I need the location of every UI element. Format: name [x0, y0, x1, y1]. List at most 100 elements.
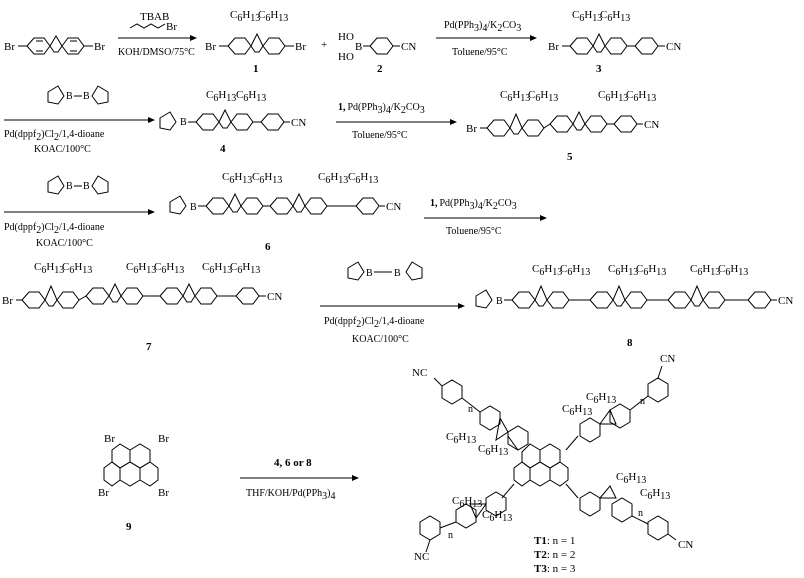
atom-br: Br — [158, 433, 169, 445]
product-legend: T1: n = 1 T2: n = 2 T3: n = 3 — [534, 535, 576, 575]
reaction-arrow-2: Pd(PPh3)4/K2CO3 Toluene/95°C — [436, 20, 537, 58]
atom-cn: CN — [401, 41, 416, 53]
legend-t3: T3: n = 3 — [534, 563, 576, 575]
condition-text: Pd(dppf2)Cl2/1,4-dioane — [4, 129, 105, 143]
atom-b: B — [496, 296, 503, 307]
condition-text: Pd(PPh3)4/K2CO3 — [444, 20, 521, 34]
compound-label-6: 6 — [265, 241, 271, 253]
compound-7: C6H13 C6H13 C6H13 C6H13 C6H13 C6H13 Br C… — [2, 261, 282, 353]
atom-b: B — [366, 268, 373, 279]
compound-label-5: 5 — [567, 151, 573, 163]
hexyl-group: C6H13 — [34, 261, 64, 276]
compound-label-8: 8 — [627, 337, 633, 349]
atom-br: Br — [98, 487, 109, 499]
atom-cn: CN — [660, 353, 675, 365]
atom-b: B — [83, 91, 90, 102]
atom-b: B — [180, 117, 187, 128]
repeat-n: n — [468, 404, 473, 415]
condition-text: Pd(dppf2)Cl2/1,4-dioane — [324, 316, 425, 330]
hexyl-group: C6H13 — [222, 171, 252, 186]
atom-ho: HO — [338, 51, 354, 63]
legend-t1: T1: n = 1 — [534, 535, 575, 547]
atom-br: Br — [2, 295, 13, 307]
compound-label-7: 7 — [146, 341, 152, 353]
plus-sign: + — [321, 39, 327, 51]
atom-br: Br — [104, 433, 115, 445]
compound-9: Br Br Br Br 9 — [98, 433, 169, 533]
condition-text: 4, 6 or 8 — [274, 457, 312, 469]
condition-text: 1,Pd(PPh3)4/K2CO3 — [430, 198, 517, 212]
compound-1: C6H13 C6H13 Br Br 1 — [205, 9, 306, 75]
condition-text: KOH/DMSO/75°C — [118, 47, 195, 58]
hexyl-group: C6H13 — [718, 263, 748, 278]
hexyl-group: C6H13 — [572, 9, 602, 24]
condition-text: KOAC/100°C — [36, 238, 93, 249]
hexyl-group: C6H13 — [598, 89, 628, 104]
atom-b: B — [355, 41, 362, 53]
reaction-arrow-7: Pd(dppf2)Cl2/1,4-dioane KOAC/100°C — [320, 303, 465, 345]
compound-label-3: 3 — [596, 63, 602, 75]
repeat-n: n — [638, 508, 643, 519]
compound-6: B C6H13 C6H13 C6H13 C6H13 CN 6 — [169, 171, 401, 253]
hexyl-group: C6H13 — [236, 89, 266, 104]
condition-text: Toluene/95°C — [452, 47, 508, 58]
compound-8: B C6H13 C6H13 C6H13 C6H13 C6H13 C6H13 CN… — [475, 263, 793, 349]
compound-label-9: 9 — [126, 521, 132, 533]
reaction-arrow-6: 1,Pd(PPh3)4/K2CO3 Toluene/95°C — [424, 198, 547, 237]
hexyl-group: C6H13 — [252, 171, 282, 186]
atom-cn: CN — [678, 539, 693, 551]
atom-b: B — [190, 202, 197, 213]
condition-text: KOAC/100°C — [352, 334, 409, 345]
atom-b: B — [66, 91, 73, 102]
hexyl-group: C6H13 — [636, 263, 666, 278]
hexyl-group: C6H13 — [202, 261, 232, 276]
compound-label-1: 1 — [253, 63, 259, 75]
hexyl-group: C6H13 — [318, 171, 348, 186]
reagent-b2pin2: B B — [347, 261, 423, 281]
atom-b: B — [83, 181, 90, 192]
hexyl-group: C6H13 — [452, 495, 482, 510]
atom-br: Br — [295, 41, 306, 53]
compound-dibromofluorene: Br Br — [4, 35, 105, 55]
hexyl-group: C6H13 — [154, 261, 184, 276]
hexyl-group: C6H13 — [560, 263, 590, 278]
atom-cn: CN — [666, 41, 681, 53]
hexyl-group: C6H13 — [348, 171, 378, 186]
hexyl-group: C6H13 — [608, 263, 638, 278]
condition-text: Toluene/95°C — [352, 130, 408, 141]
atom-br: Br — [94, 41, 105, 53]
repeat-n: n — [448, 530, 453, 541]
compound-4: B C6H13 C6H13 CN 4 — [159, 89, 306, 155]
hexyl-group: C6H13 — [446, 431, 476, 446]
atom-cn: CN — [778, 295, 793, 307]
hexyl-group: C6H13 — [532, 263, 562, 278]
hexyl-group: C6H13 — [626, 89, 656, 104]
hexyl-group: C6H13 — [230, 9, 260, 24]
atom-nc: NC — [412, 367, 427, 379]
product-tetramer: NC n C6H13 C6H13 CN n C6H13 C6H13 NC n C… — [412, 353, 693, 563]
atom-br: Br — [4, 41, 15, 53]
hexyl-group: C6H13 — [640, 487, 670, 502]
reagent-b2pin2: B B — [47, 175, 109, 195]
hexyl-group: C6H13 — [258, 9, 288, 24]
hexyl-group: C6H13 — [478, 443, 508, 458]
hexyl-group: C6H13 — [482, 509, 512, 524]
atom-b: B — [66, 181, 73, 192]
reagent-b2pin2: B B — [47, 85, 109, 105]
reaction-arrow-8: 4, 6 or 8 THF/KOH/Pd(PPh3)4 — [240, 457, 359, 502]
hexyl-group: C6H13 — [528, 89, 558, 104]
compound-2: HO HO B CN 2 — [338, 31, 416, 75]
hexyl-group: C6H13 — [126, 261, 156, 276]
atom-cn: CN — [644, 119, 659, 131]
hexyl-group: C6H13 — [562, 403, 592, 418]
compound-label-2: 2 — [377, 63, 383, 75]
condition-text: Toluene/95°C — [446, 226, 502, 237]
atom-cn: CN — [386, 201, 401, 213]
reaction-arrow-4: 1,Pd(PPh3)4/K2CO3 Toluene/95°C — [336, 102, 457, 141]
reagent-tbab: TBAB — [140, 11, 169, 23]
condition-text: 1,Pd(PPh3)4/K2CO3 — [338, 102, 425, 116]
hexyl-group: C6H13 — [206, 89, 236, 104]
compound-3: C6H13 C6H13 Br CN 3 — [548, 9, 681, 75]
atom-cn: CN — [291, 117, 306, 129]
